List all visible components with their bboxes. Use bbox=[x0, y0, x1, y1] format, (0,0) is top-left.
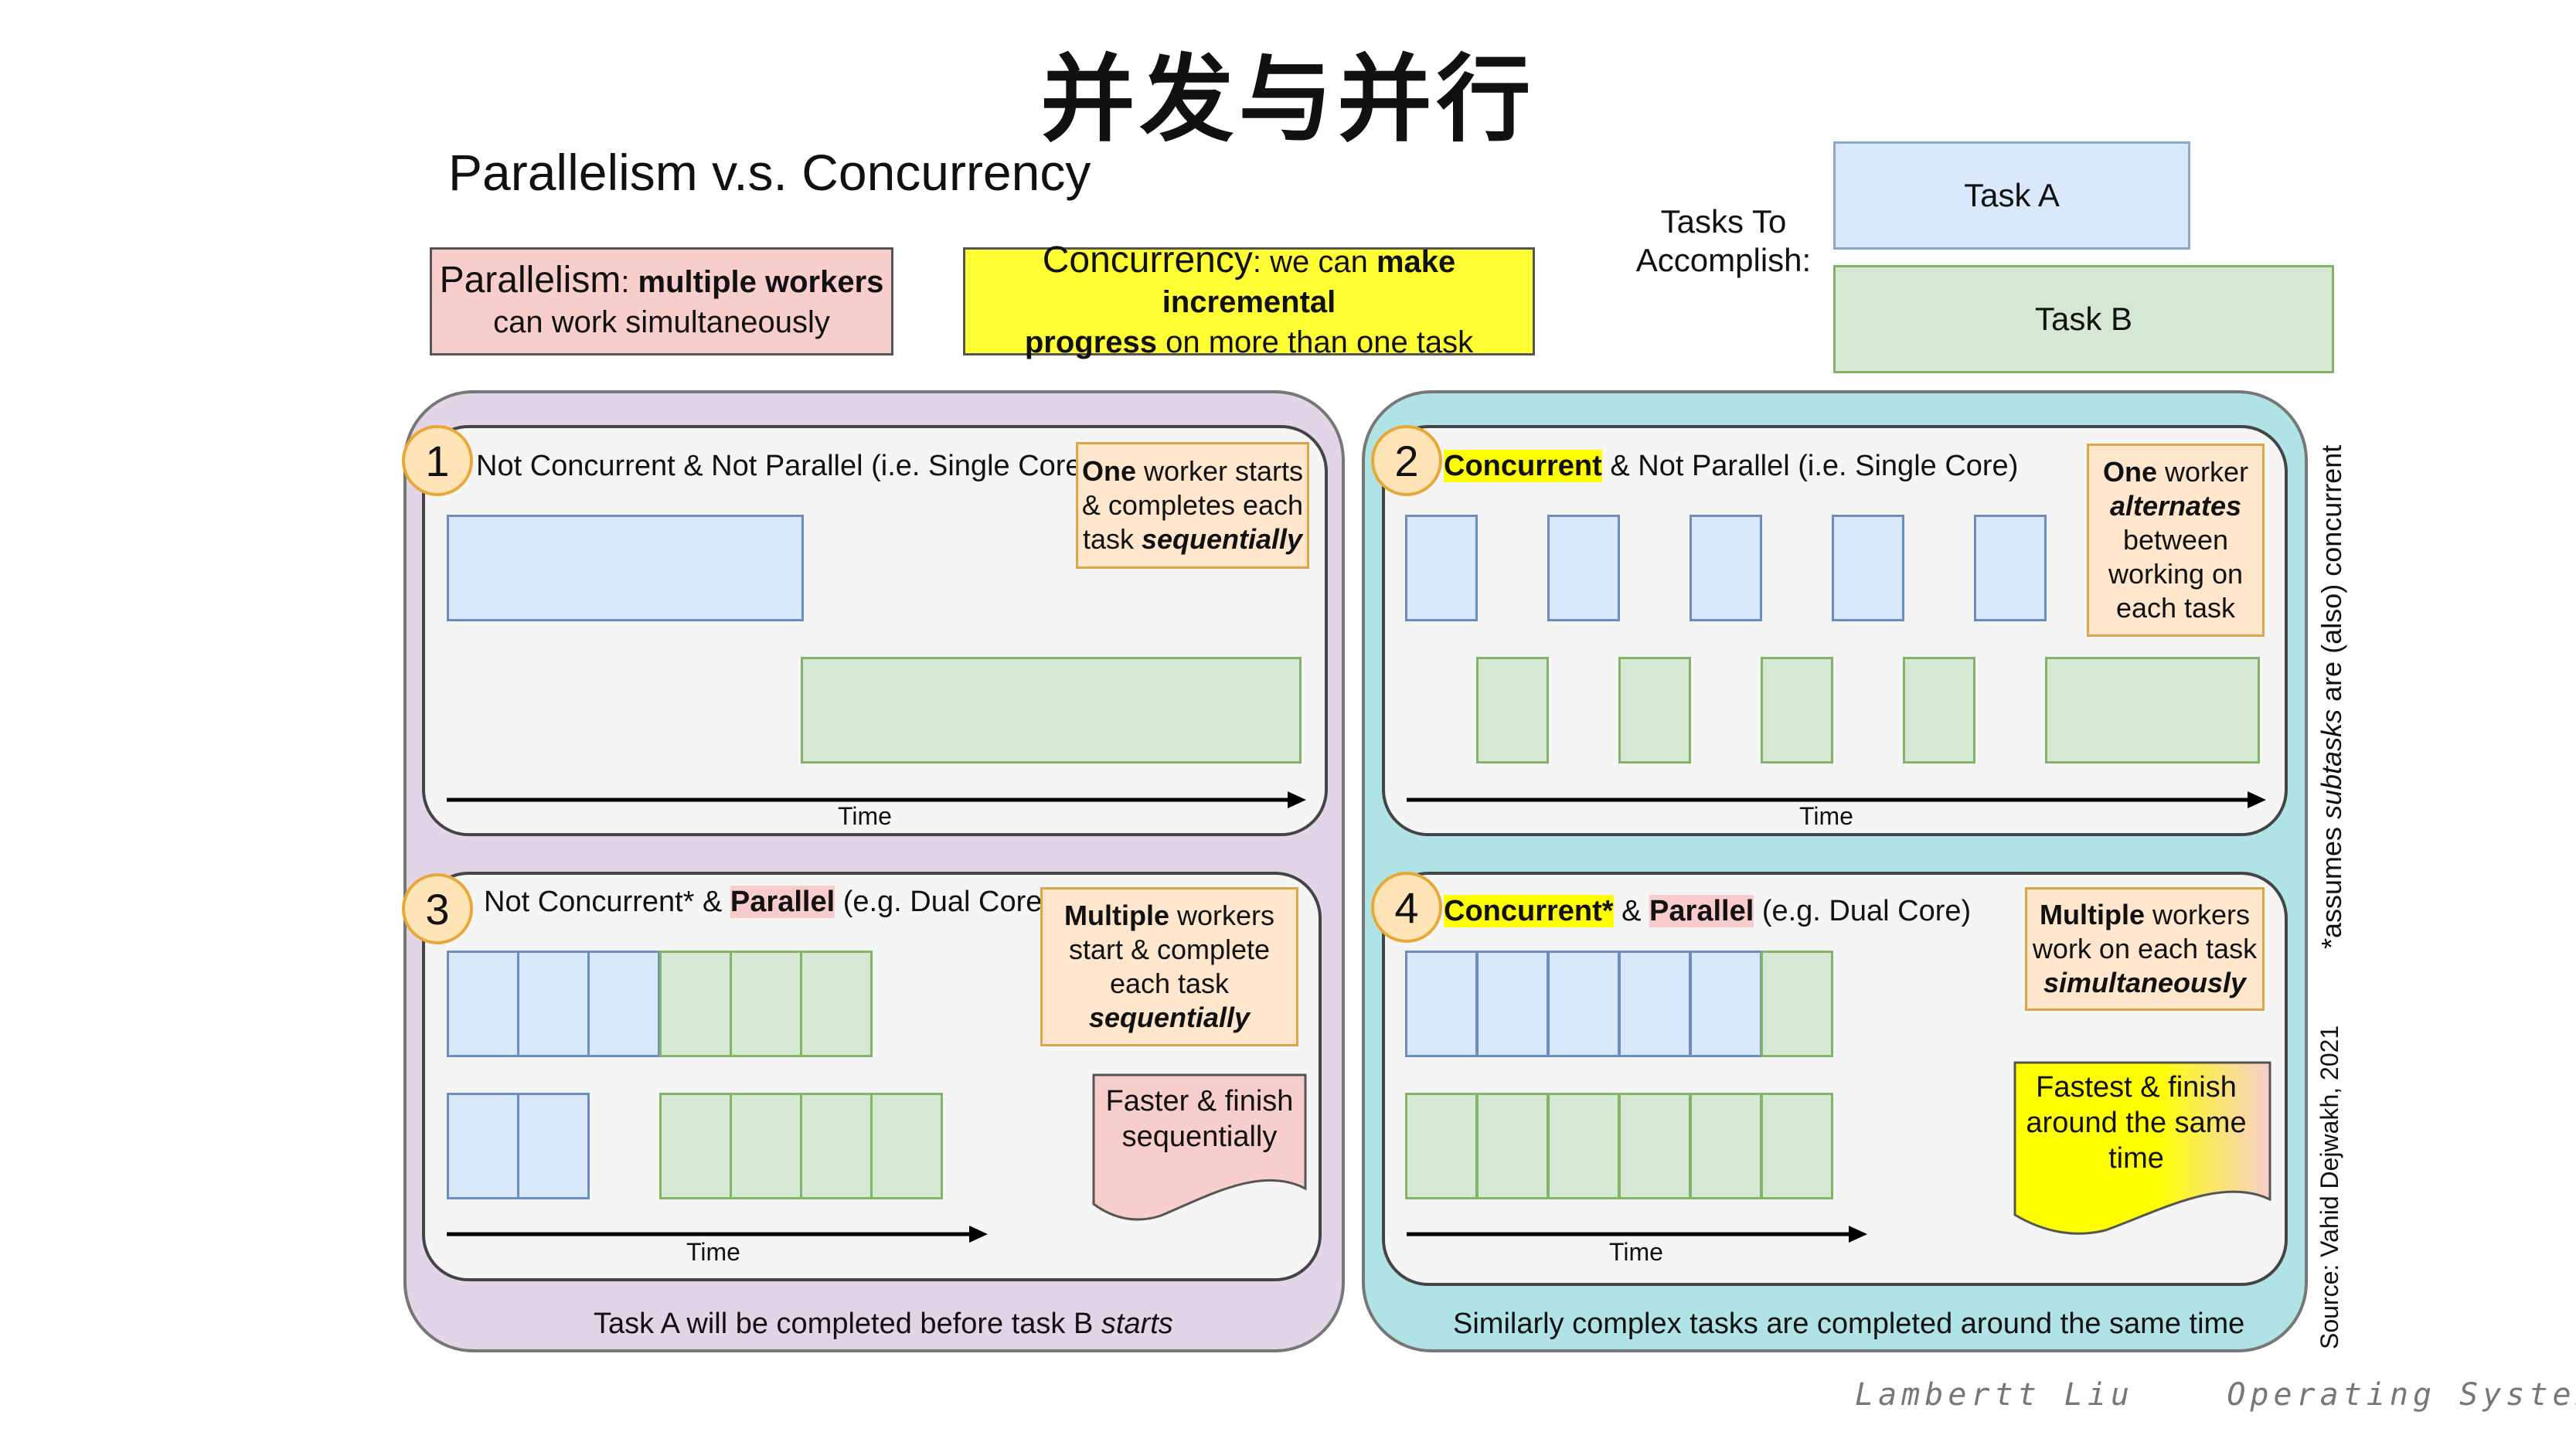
p2-task-a-slice bbox=[1974, 515, 2047, 621]
p3-task-b-slice bbox=[730, 951, 802, 1057]
panel-3-time-label: Time bbox=[686, 1238, 740, 1266]
panel-3-title: Not Concurrent* & Parallel (e.g. Dual Co… bbox=[484, 886, 1053, 918]
panel-1-time-arrow bbox=[447, 791, 1306, 808]
task-b-legend: Task B bbox=[1833, 265, 2334, 373]
p4-task-b-slice bbox=[1476, 1093, 1549, 1199]
panel-1-time-label: Time bbox=[838, 802, 892, 830]
p1-task-a-block bbox=[447, 515, 804, 621]
panel-4-time-arrow bbox=[1407, 1226, 1867, 1243]
panel-2-title: Concurrent & Not Parallel (i.e. Single C… bbox=[1444, 450, 2019, 482]
panel-3-callout-shape bbox=[1092, 1073, 1307, 1221]
p3-task-a-slice bbox=[587, 951, 660, 1057]
concurrency-definition: Concurrency: we can make incremental pro… bbox=[963, 240, 1535, 359]
p2-task-b-slice bbox=[2045, 657, 2260, 764]
tasks-label: Tasks To Accomplish: bbox=[1635, 203, 1812, 278]
p4-task-a-slice bbox=[1547, 951, 1620, 1057]
p3-task-b-slice bbox=[659, 951, 732, 1057]
p2-task-b-slice bbox=[1618, 657, 1691, 764]
p2-task-a-slice bbox=[1690, 515, 1762, 621]
p2-task-a-slice bbox=[1405, 515, 1478, 621]
source-citation: Source: Vahid Dejwakh, 2021 bbox=[2316, 1025, 2343, 1349]
p3-task-a-slice bbox=[517, 1093, 590, 1199]
p4-task-a-slice bbox=[1405, 951, 1478, 1057]
p4-task-b-slice bbox=[1690, 1093, 1762, 1199]
subtasks-footnote: *assumes subtasks are (also) concurrent bbox=[2316, 444, 2347, 949]
panel-2-note: One worker alternates between working on… bbox=[2087, 444, 2265, 637]
panel-3-number: 3 bbox=[402, 873, 473, 944]
right-footer: Similarly complex tasks are completed ar… bbox=[1453, 1308, 2245, 1340]
panel-1-title: Not Concurrent & Not Parallel (i.e. Sing… bbox=[476, 450, 1092, 482]
panel-2-time-arrow bbox=[1407, 791, 2266, 808]
p3-task-a-slice bbox=[447, 951, 519, 1057]
p2-task-b-slice bbox=[1761, 657, 1833, 764]
panel-1-note: One worker starts & completes each task … bbox=[1076, 442, 1309, 569]
p3-task-b-slice bbox=[800, 951, 873, 1057]
p3-task-b-slice bbox=[800, 1093, 873, 1199]
diagram-title: Parallelism v.s. Concurrency bbox=[448, 144, 1091, 201]
panel-2-number: 2 bbox=[1371, 425, 1442, 496]
panel-1-number: 1 bbox=[402, 425, 473, 496]
p4-task-b-slice bbox=[1618, 1093, 1691, 1199]
slide-title: 并发与并行 bbox=[1040, 43, 1536, 155]
panel-4-note: Multiple workers work on each task simul… bbox=[2025, 887, 2265, 1011]
panel-4-callout: Fastest & finish around the same time bbox=[2026, 1071, 2247, 1175]
p2-task-a-slice bbox=[1547, 515, 1620, 621]
p2-task-a-slice bbox=[1832, 515, 1904, 621]
panel-4-title: Concurrent* & Parallel (e.g. Dual Core) bbox=[1444, 895, 1972, 927]
p3-task-b-slice bbox=[870, 1093, 943, 1199]
p2-task-b-slice bbox=[1903, 657, 1975, 764]
p4-task-b-slice bbox=[1547, 1093, 1620, 1199]
author-credit: Lambertt Liu Operating System bbox=[1855, 1377, 2576, 1413]
p1-task-b-block bbox=[801, 657, 1302, 764]
p4-task-b-slice bbox=[1405, 1093, 1478, 1199]
p3-task-b-slice bbox=[730, 1093, 802, 1199]
panel-4-number: 4 bbox=[1371, 872, 1442, 943]
panel-4-time-label: Time bbox=[1609, 1238, 1663, 1266]
panel-3-note: Multiple workers start & complete each t… bbox=[1040, 887, 1298, 1046]
p3-task-b-slice bbox=[659, 1093, 732, 1199]
panel-4-callout-shape bbox=[2013, 1061, 2271, 1235]
p3-task-a-slice bbox=[447, 1093, 519, 1199]
p4-task-b-slice bbox=[1761, 1093, 1833, 1199]
p2-task-b-slice bbox=[1476, 657, 1549, 764]
task-a-legend: Task A bbox=[1833, 141, 2190, 250]
panel-2-time-label: Time bbox=[1799, 802, 1853, 830]
p3-task-a-slice bbox=[517, 951, 590, 1057]
p4-task-b-slice bbox=[1761, 951, 1833, 1057]
panel-3-callout: Faster & finish sequentially bbox=[1105, 1085, 1294, 1153]
left-footer: Task A will be completed before task B s… bbox=[594, 1308, 1173, 1340]
p4-task-a-slice bbox=[1618, 951, 1691, 1057]
parallelism-definition: Parallelism: multiple workers can work s… bbox=[430, 247, 893, 355]
p4-task-a-slice bbox=[1476, 951, 1549, 1057]
p4-task-a-slice bbox=[1690, 951, 1762, 1057]
panel-3-time-arrow bbox=[447, 1226, 988, 1243]
